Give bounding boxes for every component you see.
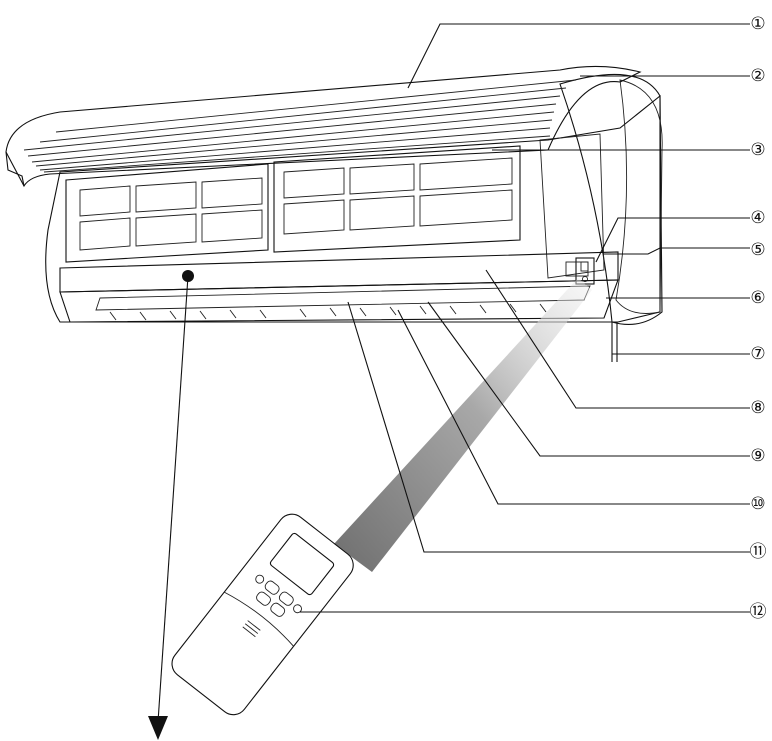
remote-button[interactable] [292,603,303,614]
callout-6: ⑥ [750,288,765,308]
leader-10 [397,309,750,505]
display-window [565,261,589,277]
remote-button[interactable] [278,590,295,606]
leader-4 [595,217,750,263]
callout-9: ⑨ [750,446,765,466]
leader-5 [604,247,750,255]
callout-1: ① [750,14,765,34]
leader-lines [300,23,750,613]
grille-hook [5,151,25,187]
filter-grid [79,157,513,251]
front-grille [5,65,642,188]
remote-button[interactable] [264,579,281,595]
side-panel [615,79,663,314]
leader-1 [407,23,750,89]
filter-left [65,163,269,263]
remote-button[interactable] [254,574,265,585]
remote-logo-icon [242,620,261,638]
down-arrow-head-icon [148,716,168,740]
callout-2: ② [750,66,765,86]
switch-led [582,276,588,282]
front-grille-panel [5,65,642,188]
leader-11 [347,301,750,553]
leader-8 [485,269,750,409]
indoor-unit [45,73,663,362]
air-filters [65,145,521,263]
down-arrow-shaft [157,275,189,723]
unit-body [45,94,661,323]
remote-body [171,513,354,716]
remote-screen [269,532,335,596]
callout-3: ③ [750,140,765,160]
callout-11: ⑪ [750,542,767,562]
air-outlet [59,279,619,323]
callout-12: ⑫ [750,602,767,622]
display-housing [539,133,605,279]
filter-right [273,145,521,253]
callout-7: ⑦ [750,344,765,364]
remote-control[interactable] [166,509,358,721]
callout-4: ④ [750,208,765,228]
leader-9 [427,301,750,457]
remote-button[interactable] [269,602,286,618]
vertical-louvers [109,303,547,321]
grille-slats [23,79,577,173]
callouts: ① ② ③ ④ ⑤ ⑥ ⑦ ⑧ ⑨ ⑩ ⑪ ⑫ [750,14,767,622]
infrared-beam [334,278,592,572]
switch-toggle [580,261,589,272]
remote-button[interactable] [255,590,272,606]
callout-5: ⑤ [750,240,765,260]
callout-10: ⑩ [750,494,765,514]
down-arrow [148,275,189,740]
callout-8: ⑧ [750,398,765,418]
remote-cover-line [224,591,294,647]
